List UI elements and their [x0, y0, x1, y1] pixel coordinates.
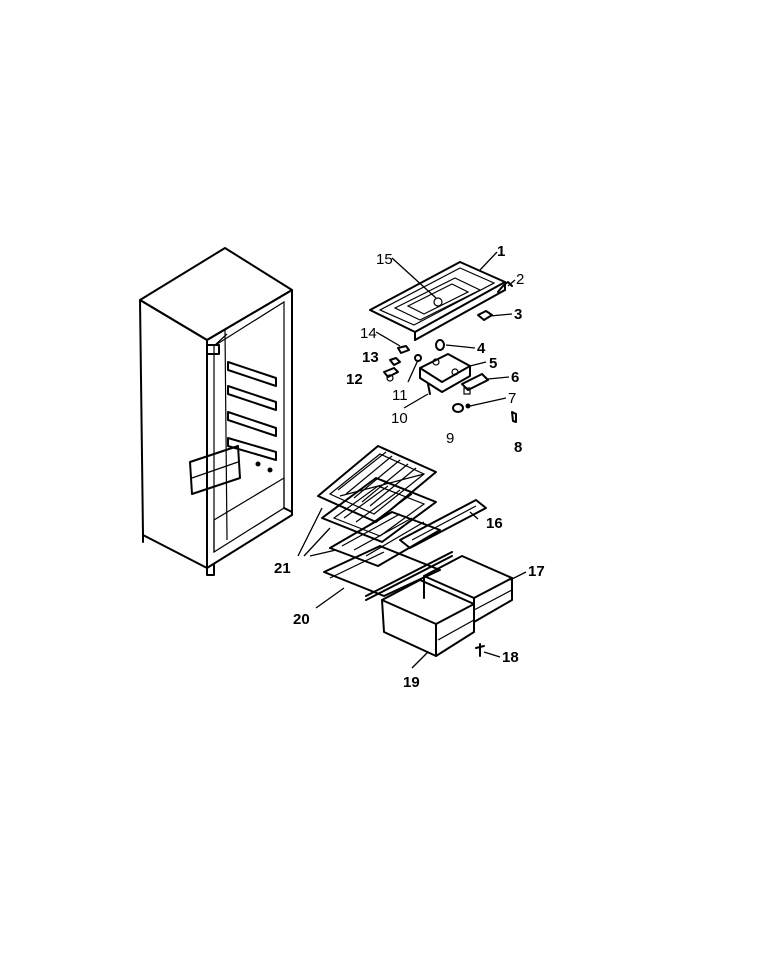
- callout-13: 13: [362, 349, 379, 366]
- callout-2: 2: [516, 271, 524, 288]
- callout-6: 6: [511, 369, 519, 386]
- callout-16: 16: [486, 515, 503, 532]
- callout-5: 5: [489, 355, 497, 372]
- callout-3: 3: [514, 306, 522, 323]
- callout-17: 17: [528, 563, 545, 580]
- callout-19: 19: [403, 674, 420, 691]
- hardware-parts: [383, 281, 517, 423]
- callout-labels: 1 2 3 4 5 6 7 8 9 10 11 12 13 14 15 16 1…: [274, 243, 545, 691]
- callout-9: 9: [446, 430, 454, 447]
- cabinet: [139, 247, 293, 576]
- callout-21: 21: [274, 560, 291, 577]
- callout-10: 10: [391, 410, 408, 427]
- callout-15: 15: [376, 251, 393, 268]
- callout-14: 14: [360, 325, 377, 342]
- callout-7: 7: [508, 390, 516, 407]
- callout-12: 12: [346, 371, 363, 388]
- callout-1: 1: [497, 243, 505, 260]
- leader-lines: [297, 251, 527, 669]
- callout-4: 4: [477, 340, 486, 357]
- crisper-drawers: [381, 555, 513, 657]
- callout-11: 11: [392, 387, 408, 404]
- shelves: [317, 445, 487, 601]
- callout-20: 20: [293, 611, 310, 628]
- callout-18: 18: [502, 649, 519, 666]
- evaporator-cover: [369, 261, 506, 341]
- callout-8: 8: [514, 439, 522, 456]
